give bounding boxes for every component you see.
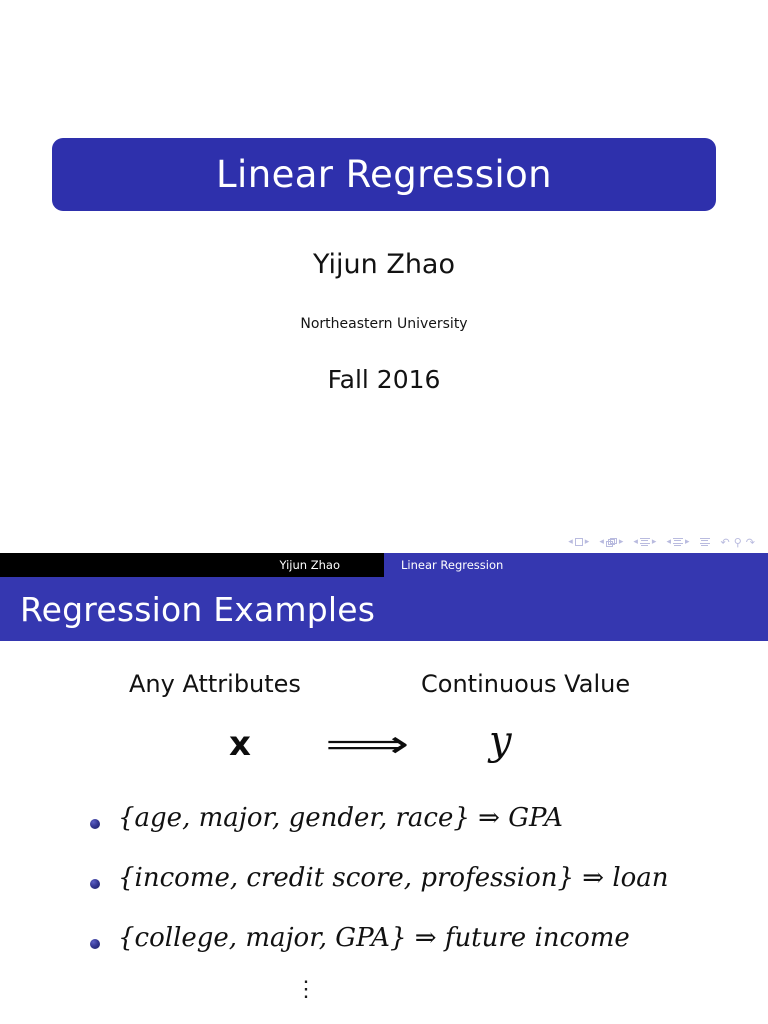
document-lines-icon[interactable] — [699, 537, 710, 547]
slide-prev-icon[interactable]: ◂ — [568, 536, 573, 547]
section-lines-icon[interactable] — [672, 537, 683, 547]
mapping-input-symbol: x — [229, 724, 251, 764]
list-item: {income, credit score, profession} ⇒ loa… — [0, 865, 768, 925]
bullet-dot-icon — [90, 879, 100, 889]
slide-footer-bar: Yijun Zhao Linear Regression — [0, 553, 768, 577]
examples-list: {age, major, gender, race} ⇒ GPA {income… — [0, 805, 768, 985]
content-slide: Regression Examples Any Attributes Conti… — [0, 577, 768, 1024]
mapping-symbols-row: x ⟹ y — [0, 718, 768, 777]
presentation-date: Fall 2016 — [327, 365, 441, 394]
frame-title-bar: Regression Examples — [0, 577, 768, 641]
bullet-dot-icon — [90, 819, 100, 829]
institute-name: Northeastern University — [300, 316, 468, 332]
search-icon[interactable]: ⚲ — [733, 535, 742, 549]
slide-square-icon[interactable] — [574, 538, 583, 546]
subsection-next-icon[interactable]: ▸ — [651, 536, 657, 547]
example-text: {age, major, gender, race} ⇒ GPA — [118, 803, 563, 833]
subsection-navigation-group[interactable]: ◂ ▸ — [633, 536, 657, 547]
vertical-ellipsis-icon: ⋮ — [295, 977, 317, 1002]
slide-navigation-group[interactable]: ◂ ▸ — [568, 536, 590, 547]
back-icon[interactable]: ↶ — [720, 535, 730, 549]
history-navigation-group[interactable]: ↶ ⚲ ↷ — [720, 537, 757, 548]
frame-next-icon[interactable]: ▸ — [618, 536, 624, 547]
section-next-icon[interactable]: ▸ — [684, 536, 690, 547]
title-slide: Linear Regression Yijun Zhao Northeaster… — [0, 138, 768, 577]
presentation-title-box: Linear Regression — [52, 138, 716, 211]
section-navigation-group[interactable]: ◂ ▸ — [666, 536, 690, 547]
mapping-output-symbol: y — [489, 718, 512, 764]
example-text: {income, credit score, profession} ⇒ loa… — [118, 863, 669, 893]
frames-stack-icon[interactable] — [605, 537, 617, 547]
mapping-labels-row: Any Attributes Continuous Value — [0, 670, 768, 704]
section-prev-icon[interactable]: ◂ — [666, 536, 671, 547]
subsection-prev-icon[interactable]: ◂ — [633, 536, 638, 547]
continuation-ellipsis: ⋮ — [0, 979, 768, 1001]
example-text: {college, major, GPA} ⇒ future income — [118, 923, 630, 953]
beamer-navigation-symbols[interactable]: ◂ ▸ ◂ ▸ ◂ ▸ ◂ ▸ ↶ ⚲ ↷ — [568, 533, 756, 551]
footer-title-label: Linear Regression — [401, 558, 504, 572]
author-name: Yijun Zhao — [312, 249, 455, 280]
frame-title: Regression Examples — [20, 589, 376, 629]
subsection-lines-icon[interactable] — [639, 537, 650, 547]
list-item: {college, major, GPA} ⇒ future income — [0, 925, 768, 985]
frame-prev-icon[interactable]: ◂ — [599, 536, 604, 547]
bullet-dot-icon — [90, 939, 100, 949]
footer-author-section: Yijun Zhao — [0, 553, 384, 577]
slide-next-icon[interactable]: ▸ — [584, 536, 590, 547]
forward-icon[interactable]: ↷ — [745, 535, 755, 549]
mapping-output-label: Continuous Value — [421, 670, 631, 698]
document-navigation-group[interactable] — [699, 537, 710, 547]
double-arrow-icon: ⟹ — [325, 722, 410, 766]
presentation-title: Linear Regression — [216, 153, 552, 196]
footer-title-section: Linear Regression — [384, 553, 768, 577]
mapping-input-label: Any Attributes — [129, 670, 301, 698]
frame-navigation-group[interactable]: ◂ ▸ — [599, 536, 624, 547]
footer-author-label: Yijun Zhao — [279, 558, 341, 572]
list-item: {age, major, gender, race} ⇒ GPA — [0, 805, 768, 865]
